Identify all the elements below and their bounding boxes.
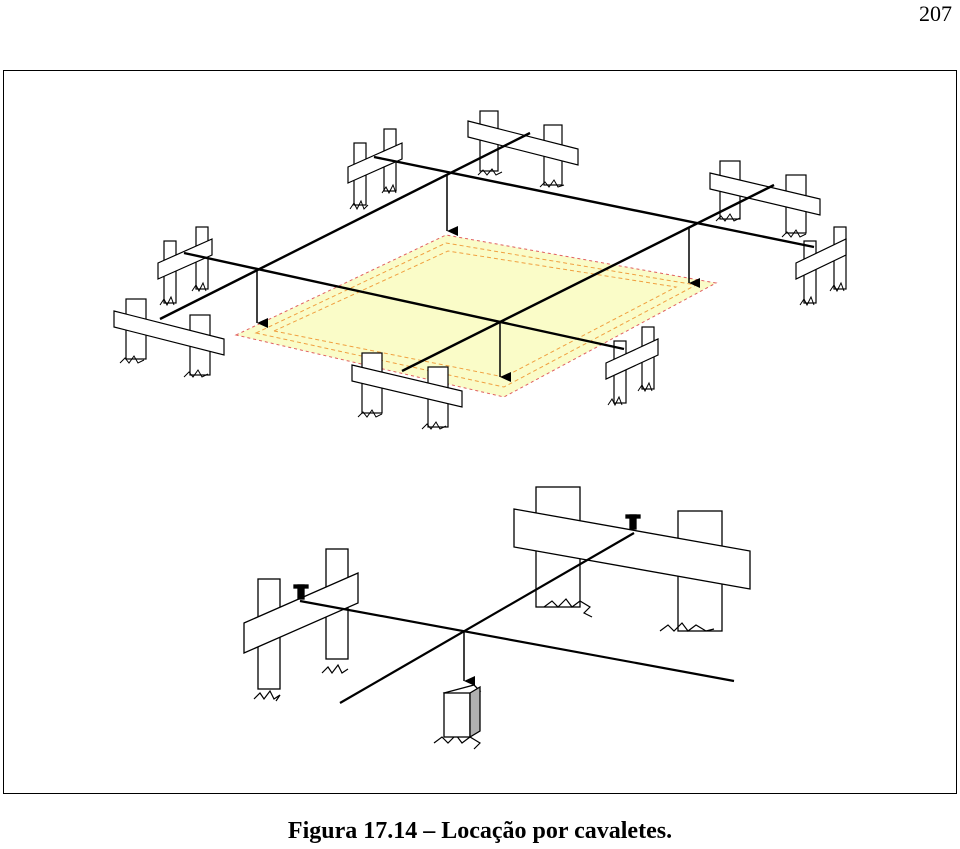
batter-board-top-center: [467, 110, 579, 186]
batter-board-drawing: [113, 110, 847, 750]
figure-caption: Figura 17.14 – Locação por cavaletes.: [287, 818, 673, 844]
batter-board-right: [795, 226, 847, 304]
batter-board-bottom-center: [351, 352, 463, 428]
batter-board-detail-right: [513, 486, 751, 632]
page-number: 207: [919, 1, 952, 26]
batter-board-bottom-right: [605, 326, 659, 404]
batter-board-top-right: [709, 160, 821, 234]
plumb-arrows-top: [256, 175, 700, 382]
batter-board-left-upper: [157, 226, 213, 304]
batter-board-top-left: [347, 128, 403, 206]
string-lines-bottom: [299, 532, 735, 704]
grass-tufts-bottom: [253, 598, 715, 750]
figure-frame: [3, 70, 957, 794]
reference-stake: [442, 684, 482, 739]
batter-board-left-lower: [113, 298, 225, 376]
batter-board-detail-left: [243, 548, 359, 690]
grass-tufts-top: [119, 168, 845, 430]
